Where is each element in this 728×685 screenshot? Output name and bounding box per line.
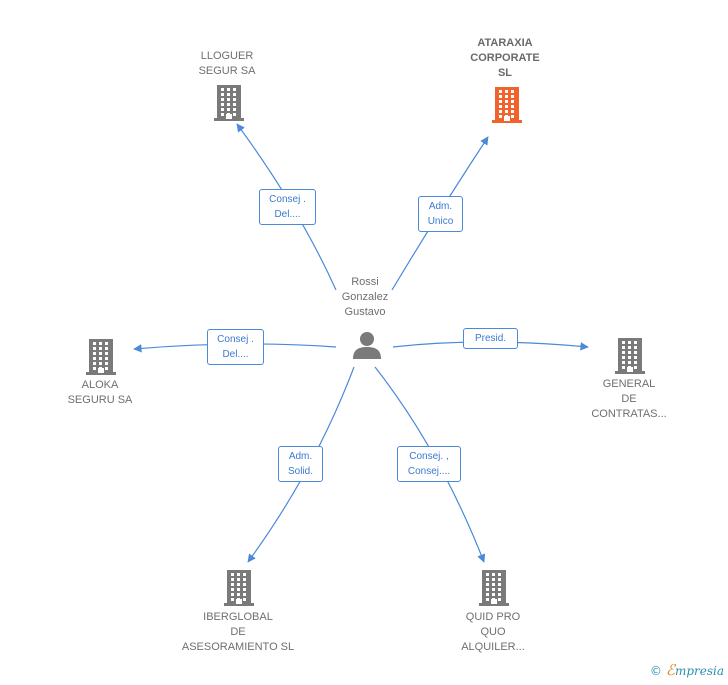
building-icon[interactable] bbox=[214, 85, 248, 123]
company-label[interactable]: ATARAXIA CORPORATE SL bbox=[470, 37, 540, 79]
brand-logo-initial: ℰ bbox=[665, 661, 675, 679]
brand-logo-text: mpresia bbox=[674, 664, 724, 678]
person-label[interactable]: Rossi Gonzalez Gustavo bbox=[341, 276, 389, 318]
person-icon[interactable] bbox=[352, 330, 382, 360]
building-icon[interactable] bbox=[86, 339, 120, 377]
relation-label-aloka: Consej . Del.... bbox=[207, 329, 264, 365]
company-label[interactable]: LLOGUER SEGUR SA bbox=[198, 50, 256, 77]
copyright-footer[interactable]: ©ℰmpresia bbox=[650, 661, 724, 679]
relation-label-lloguer: Consej . Del.... bbox=[259, 189, 316, 225]
company-label[interactable]: QUID PRO QUO ALQUILER... bbox=[461, 611, 525, 653]
copyright-symbol: © bbox=[649, 664, 662, 678]
building-icon[interactable] bbox=[479, 570, 513, 608]
building-icon[interactable] bbox=[615, 338, 649, 376]
company-label[interactable]: GENERAL DE CONTRATAS... bbox=[591, 378, 667, 420]
company-label[interactable]: IBERGLOBAL DE ASESORAMIENTO SL bbox=[181, 611, 295, 653]
building-icon[interactable] bbox=[492, 87, 526, 125]
relation-label-general: Presid. bbox=[463, 328, 518, 349]
relation-label-iberglobal: Adm. Solid. bbox=[278, 446, 323, 482]
relation-label-ataraxia: Adm. Unico bbox=[418, 196, 463, 232]
company-label[interactable]: ALOKA SEGURU SA bbox=[67, 379, 133, 406]
relation-label-quid: Consej. , Consej.... bbox=[397, 446, 461, 482]
building-icon[interactable] bbox=[224, 570, 258, 608]
